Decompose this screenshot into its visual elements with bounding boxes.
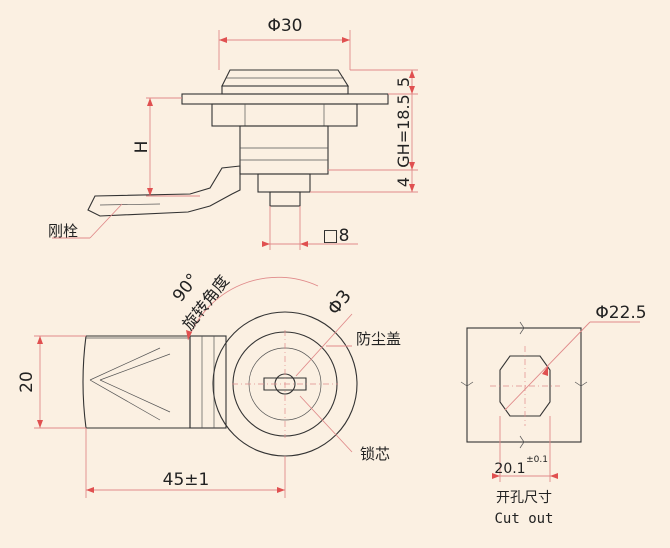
break-mark xyxy=(519,321,525,335)
lock-core-label: 锁芯 xyxy=(360,445,390,463)
sq8-label: □8 xyxy=(323,226,350,246)
arrow xyxy=(409,86,415,94)
dust-cover-label: 防尘盖 xyxy=(356,330,401,348)
side-view: Φ30 H 5 GH xyxy=(48,16,418,250)
latch-chamfer xyxy=(89,379,161,421)
square-shaft xyxy=(269,191,301,207)
latch-body xyxy=(82,335,191,429)
break-mark xyxy=(519,435,525,449)
arrow xyxy=(550,473,558,479)
dim-4-label: 4 xyxy=(394,177,413,187)
dia22-label: Φ22.5 xyxy=(595,303,646,323)
break-mark xyxy=(460,381,474,387)
lock-shaft xyxy=(257,173,311,193)
hex-nut xyxy=(211,103,358,127)
cutout-hole xyxy=(499,355,551,417)
arrow xyxy=(409,162,415,170)
cutout-title-en: Cut out xyxy=(494,511,553,527)
rotation-arc xyxy=(187,276,319,341)
panel-outline xyxy=(466,327,582,443)
dia3-label: Φ3 xyxy=(324,286,356,319)
arrow xyxy=(37,336,43,344)
mounting-panel xyxy=(181,93,389,105)
h20-label: 20 xyxy=(17,371,37,393)
arrow xyxy=(186,330,192,340)
arrow xyxy=(147,98,153,106)
core-leader xyxy=(299,395,353,453)
cutout-title-cn: 开孔尺寸 xyxy=(496,490,552,506)
front-view: 90° 旋转角度 Φ3 防尘盖 锁芯 20 45±1 xyxy=(17,270,401,498)
bezel-base xyxy=(221,85,349,95)
arrow xyxy=(342,37,350,43)
arrow xyxy=(542,366,548,376)
cutout-view: Φ22.5 20.1 ±0.1 开孔尺寸 Cut out xyxy=(460,303,647,527)
dim-gh-label: GH=18.5 xyxy=(394,94,413,167)
arrow xyxy=(409,70,415,78)
latch-leader xyxy=(89,203,123,239)
arrow xyxy=(147,188,153,196)
keyway xyxy=(263,377,307,391)
break-mark xyxy=(574,381,588,387)
arrow xyxy=(37,420,43,428)
dia3-leader xyxy=(295,313,353,377)
latch-label: 刚栓 xyxy=(48,222,78,240)
dim-5-label: 5 xyxy=(394,77,413,87)
arrow xyxy=(300,241,308,247)
arrow xyxy=(262,241,270,247)
latch-arm xyxy=(87,165,241,217)
arrow xyxy=(492,473,500,479)
lock-body xyxy=(239,125,329,175)
arrow xyxy=(219,37,227,43)
latch-neck xyxy=(189,335,227,429)
latch-chamfer xyxy=(99,353,171,381)
arrow xyxy=(409,184,415,192)
arrow xyxy=(277,487,285,493)
dia30-label: Φ30 xyxy=(267,16,302,36)
dia22-leader xyxy=(504,321,591,411)
tolerance-label: ±0.1 xyxy=(526,455,548,465)
w20-label: 20.1 xyxy=(494,461,525,477)
latch-chamfer xyxy=(99,379,171,413)
w45-label: 45±1 xyxy=(163,470,210,490)
latch-chamfer xyxy=(89,347,161,381)
h-label: H xyxy=(132,141,152,154)
arrow xyxy=(86,487,94,493)
latch-edge xyxy=(99,203,161,206)
